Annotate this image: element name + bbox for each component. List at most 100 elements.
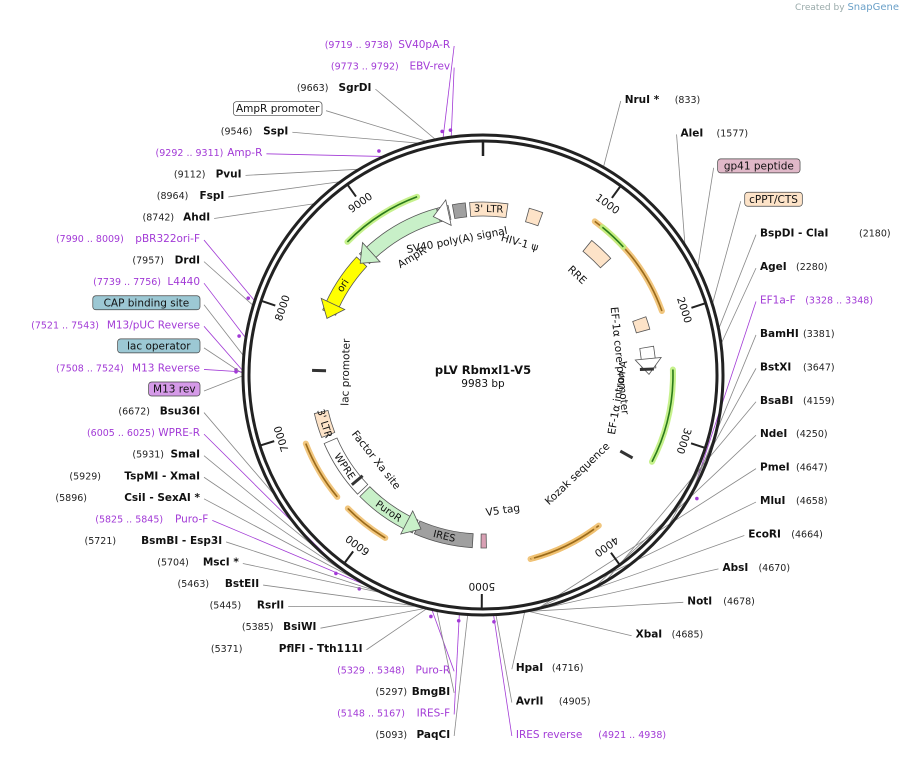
site-sspi-label: SspI xyxy=(263,125,288,137)
site-bstxi-position: (3647) xyxy=(803,362,835,373)
site-bsu36i-label: Bsu36I xyxy=(160,406,200,418)
site-bspdi-clai-leader xyxy=(718,234,757,328)
site-cppt-cts-leader xyxy=(712,201,742,303)
site-drdi-label: DrdI xyxy=(175,255,200,267)
site-cap-binding-site-box xyxy=(92,295,201,311)
site-xbai-label: XbaI xyxy=(636,629,663,641)
site-ecori-position: (4664) xyxy=(791,529,823,540)
inner-label-5: Kozak sequence xyxy=(543,440,613,507)
site-hpai-leader xyxy=(511,612,525,670)
site-bsmbi-esp3i-position: (5721) xyxy=(85,536,117,547)
feature-v5-tag xyxy=(480,533,487,549)
site-absi-label: AbsI xyxy=(722,562,748,574)
feature-puror-head xyxy=(399,509,422,535)
site-pmei-position: (4647) xyxy=(796,463,828,474)
site-noti-position: (4678) xyxy=(723,596,755,607)
orange-arc-core-3 xyxy=(347,507,386,539)
site-msci--leader xyxy=(242,563,379,593)
site-avrii-position: (4905) xyxy=(559,697,591,708)
site-avrii-leader xyxy=(495,615,513,703)
site-ires-f-position: (5148 .. 5167) xyxy=(337,708,405,719)
feature-hiv-1- xyxy=(525,207,544,227)
site-bmgbi-position: (5297) xyxy=(376,687,408,698)
site-bsabi-label: BsaBI xyxy=(760,395,793,407)
orange-arc-core-2 xyxy=(533,528,595,559)
site-ahdi-position: (8742) xyxy=(143,213,175,224)
site-absi-position: (4670) xyxy=(758,563,790,574)
site-ebv-rev-position: (9773 .. 9792) xyxy=(331,62,399,73)
site-m13-reverse-label: M13 Reverse xyxy=(132,362,200,374)
site-ndei-label: NdeI xyxy=(760,428,787,440)
site-sv40pa-r-primer-mark xyxy=(440,129,444,134)
site-ires-reverse-position: (4921 .. 4938) xyxy=(598,730,666,741)
site-labels: NruI *(833)AleI(1577)gp41 peptidecPPT/CT… xyxy=(31,39,890,741)
site-amp-r-label: Amp-R xyxy=(227,147,262,159)
green-arc-core-2 xyxy=(346,196,418,243)
orange-arc-2 xyxy=(531,526,597,561)
site-sgrdi-position: (9663) xyxy=(297,83,329,94)
site-cppt-cts-box xyxy=(744,191,803,207)
site-cppt-cts-label: cPPT/CTS xyxy=(749,194,798,206)
feature-ori xyxy=(322,256,368,316)
feature-ori-head xyxy=(320,297,346,319)
site-avrii-label: AvrII xyxy=(516,696,544,708)
feature-ampr-promoter-head xyxy=(432,198,452,227)
site-ef1a-f-label: EF1a-F xyxy=(760,295,796,307)
feature-sv40-poly-a-signal xyxy=(451,202,468,219)
tick-label-6000: 6000 xyxy=(344,532,373,558)
site-nrui--label: NruI * xyxy=(625,94,660,106)
highlight-arcs xyxy=(302,193,676,562)
feature-puror xyxy=(359,486,419,534)
site-smai-position: (5931) xyxy=(132,450,164,461)
site-bstxi-label: BstXI xyxy=(760,361,791,373)
site-bspdi-clai-label: BspDI - ClaI xyxy=(760,228,828,240)
site-agei-position: (2280) xyxy=(796,262,828,273)
feature-cppt-cts xyxy=(632,316,651,334)
site-l4440-leader xyxy=(203,282,246,338)
site-m13-reverse-position: (7508 .. 7524) xyxy=(56,363,124,374)
site-mlui-position: (4658) xyxy=(796,496,828,507)
site-bmgbi-leader xyxy=(436,611,455,693)
snapgene-logo-text: SnapGene xyxy=(847,2,899,13)
site-alei-position: (1577) xyxy=(717,128,749,139)
site-bsteii-label: BstEII xyxy=(225,578,259,590)
site-ef1a-f-primer-mark xyxy=(695,496,699,501)
site-paqci-leader xyxy=(453,615,469,737)
site-agei-leader xyxy=(721,267,757,343)
site-msci--position: (5704) xyxy=(157,558,189,569)
site-bsiwi-label: BsiWI xyxy=(283,621,316,633)
site-bsiwi-position: (5385) xyxy=(242,622,274,633)
site-ef1a-f-leader xyxy=(691,301,757,496)
site-puro-f-label: Puro-F xyxy=(175,513,208,525)
site-puro-r-primer-mark xyxy=(429,614,433,619)
tick-3000 xyxy=(690,442,705,449)
site-nrui--leader xyxy=(603,100,622,167)
site-pvui-leader xyxy=(245,168,358,176)
site-puro-f-leader xyxy=(212,520,363,584)
site-puro-f-position: (5825 .. 5845) xyxy=(95,514,163,525)
site-fspi-label: FspI xyxy=(199,190,224,202)
inner-label-6: V5 tag xyxy=(485,502,521,519)
site-m13-puc-reverse-leader xyxy=(203,326,243,371)
site-tspmi-xmai-position: (5929) xyxy=(69,471,101,482)
site-hpai-label: HpaI xyxy=(516,662,543,674)
inner-label-12: lac promoter xyxy=(339,338,352,406)
site-puro-r-position: (5329 .. 5348) xyxy=(337,665,405,676)
site-pvui-label: PvuI xyxy=(216,168,242,180)
site-ires-reverse-leader xyxy=(493,615,513,737)
site-sspi-leader xyxy=(292,131,418,144)
site-smai-label: SmaI xyxy=(171,449,201,461)
tick-label-9000: 9000 xyxy=(346,190,375,215)
feature-factor-xa-site xyxy=(350,474,364,486)
site-xbai-position: (4685) xyxy=(672,630,704,641)
site-sv40pa-r-label: SV40pA-R xyxy=(398,39,450,51)
tick-label-3000: 3000 xyxy=(674,426,694,455)
site-amp-r-position: (9292 .. 9311) xyxy=(156,148,224,159)
site-bsteii-leader xyxy=(263,584,413,606)
site-alei-label: AleI xyxy=(681,127,704,139)
plasmid-size: 9983 bp xyxy=(461,378,505,390)
site-lac-operator-leader xyxy=(203,347,243,374)
site-ebv-rev-label: EBV-rev xyxy=(410,61,451,73)
outer-strand xyxy=(241,133,725,617)
